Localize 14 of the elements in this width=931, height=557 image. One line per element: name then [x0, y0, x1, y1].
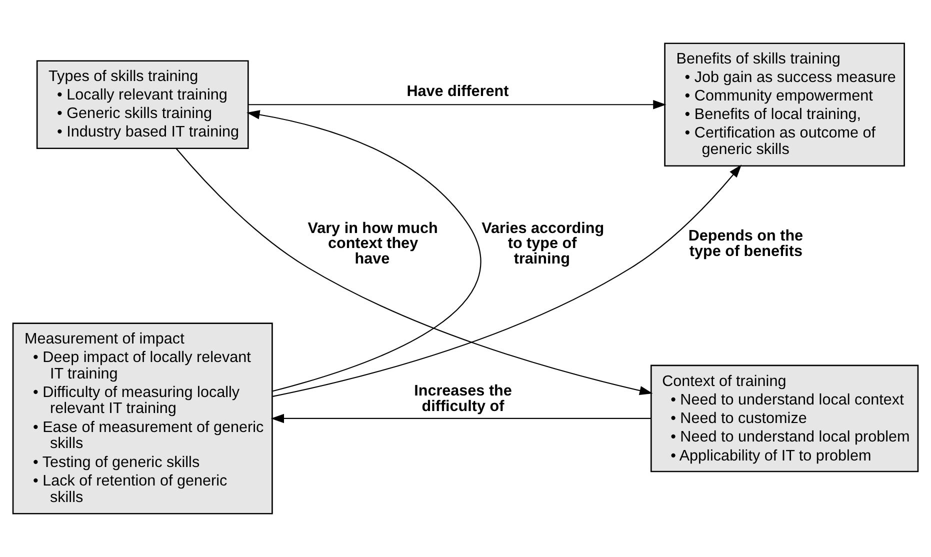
edge-label: Increases the difficulty of — [414, 382, 512, 416]
arrow — [270, 414, 651, 424]
arrow — [246, 110, 481, 392]
arrow — [248, 100, 666, 110]
arrow — [176, 148, 653, 396]
node-box: Context of training • Need to understand local context • Need to customize • Need to understand local problem • Applicability of IT to problem — [650, 364, 919, 472]
edge-label: Have different — [406, 83, 509, 100]
node-box: Benefits of skills training • Job gain as success measure • Community empowerment • Benefits of local training, • Certification as outcome of generic skills — [664, 42, 905, 167]
edge-label: Varies according to type of training — [482, 220, 604, 268]
node-box: Types of skills training • Locally relevant training • Generic skills training • Industry based IT training — [36, 60, 249, 150]
node-box: Measurement of impact • Deep impact of locally relevant IT training • Difficulty of measuring locally relevant IT training • Ease of measurement of generic skills • Testing of generic skills • Lack of retention of generic skills — [12, 322, 273, 514]
arrow — [272, 164, 742, 397]
edge-label: Vary in how much context they have — [308, 220, 438, 268]
edge-label: Depends on the type of benefits — [688, 227, 804, 260]
